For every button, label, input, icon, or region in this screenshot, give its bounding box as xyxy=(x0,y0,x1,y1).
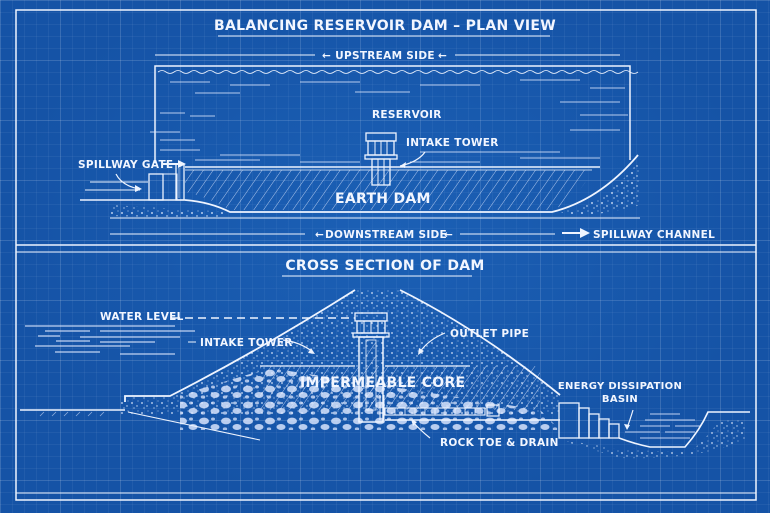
intake-tower-section-label: INTAKE TOWER xyxy=(200,337,293,349)
earth-dam-label: EARTH DAM xyxy=(335,191,431,207)
outlet-pipe xyxy=(384,404,500,417)
cross-section-title: CROSS SECTION OF DAM xyxy=(285,258,484,274)
intake-tower-plan: INTAKE TOWER xyxy=(364,132,499,186)
cross-section: CROSS SECTION OF DAM WATER LEVEL xyxy=(16,258,756,494)
intake-tower-label: INTAKE TOWER xyxy=(406,137,499,149)
plan-view-title: BALANCING RESERVOIR DAM – PLAN VIEW xyxy=(214,18,556,34)
spillway-gate-label: SPILLWAY GATE xyxy=(78,159,173,171)
reservoir-water xyxy=(25,325,195,355)
basin-label: BASIN xyxy=(602,394,638,405)
plan-view: BALANCING RESERVOIR DAM – PLAN VIEW ← UP… xyxy=(78,18,715,241)
sheet-border xyxy=(15,9,757,501)
energy-dissipation-label: ENERGY DISSIPATION xyxy=(558,381,682,392)
intake-tower-section xyxy=(352,312,390,423)
energy-dissipation-basin: ENERGY DISSIPATION BASIN xyxy=(558,381,750,459)
spillway-channel-arrow-icon xyxy=(580,228,590,238)
downstream-arrow-icon-2: ← xyxy=(444,229,453,241)
impermeable-core-label: IMPERMEABLE CORE xyxy=(300,375,465,391)
reservoir: RESERVOIR xyxy=(150,65,639,163)
downstream-label: DOWNSTREAM SIDE xyxy=(325,229,447,241)
upstream-arrow-icon: ← xyxy=(322,50,331,62)
upstream-arrow-icon-2: ← xyxy=(438,50,447,62)
earth-dam: EARTH DAM xyxy=(110,154,640,218)
spillway-channel-label: SPILLWAY CHANNEL xyxy=(593,229,715,241)
rock-toe-label: ROCK TOE & DRAIN xyxy=(440,437,559,449)
reservoir-label: RESERVOIR xyxy=(372,109,442,121)
outlet-pipe-label: OUTLET PIPE xyxy=(450,328,529,340)
upstream-label: UPSTREAM SIDE xyxy=(335,50,435,62)
water-level-label: WATER LEVEL xyxy=(100,311,184,323)
downstream-arrow-icon: ← xyxy=(315,229,324,241)
spillway-gate: SPILLWAY GATE xyxy=(78,159,186,201)
